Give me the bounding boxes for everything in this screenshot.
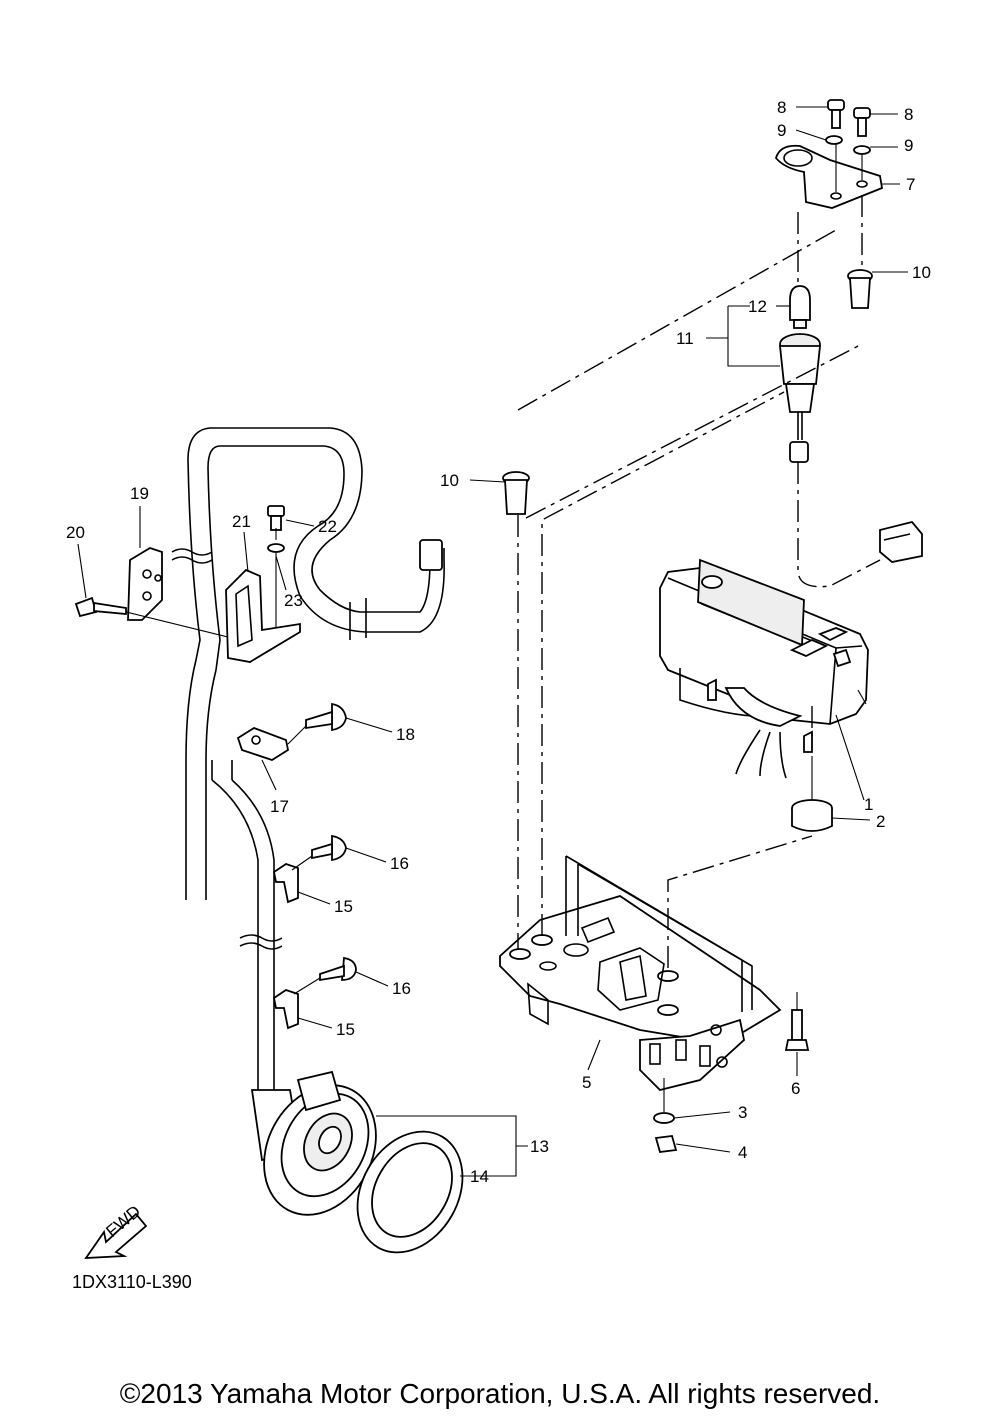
callout-3: 3 bbox=[738, 1103, 747, 1122]
screw-16-upper bbox=[311, 834, 347, 862]
bulb-12 bbox=[789, 285, 811, 329]
callout-4: 4 bbox=[738, 1143, 747, 1162]
callout-10-left: 10 bbox=[440, 471, 459, 490]
meter-assembly-1 bbox=[659, 558, 869, 779]
callout-18: 18 bbox=[396, 725, 415, 744]
washer-23 bbox=[267, 543, 285, 553]
screw-18 bbox=[305, 702, 347, 732]
nut-4 bbox=[654, 1135, 678, 1153]
screw-8-left bbox=[827, 99, 845, 129]
bracket-19 bbox=[127, 547, 163, 621]
callout-14: 14 bbox=[470, 1167, 489, 1186]
diagram-code: 1DX3110-L390 bbox=[72, 1272, 192, 1292]
bolt-6 bbox=[784, 1009, 810, 1051]
screw-8-right bbox=[853, 107, 871, 137]
fwd-arrow-icon: FWD bbox=[84, 1202, 148, 1259]
callout-9a: 9 bbox=[777, 121, 786, 140]
callout-13: 13 bbox=[530, 1137, 549, 1156]
callout-2: 2 bbox=[876, 812, 885, 831]
grommet-10-left bbox=[502, 471, 530, 515]
bolt-20 bbox=[74, 596, 127, 618]
callout-9b: 9 bbox=[904, 136, 913, 155]
callout-10-upper: 10 bbox=[912, 263, 931, 282]
callout-6: 6 bbox=[791, 1079, 800, 1098]
clamp-17 bbox=[236, 727, 290, 761]
damper-2 bbox=[791, 799, 833, 832]
callout-7: 7 bbox=[906, 175, 915, 194]
speedometer-cable bbox=[171, 427, 445, 1090]
callout-19: 19 bbox=[130, 484, 149, 503]
callout-11: 11 bbox=[676, 329, 694, 348]
callout-15-upper: 15 bbox=[334, 897, 353, 916]
screw-16-lower bbox=[319, 956, 357, 982]
callout-22: 22 bbox=[318, 517, 337, 536]
cable-holder-21 bbox=[225, 568, 301, 663]
callout-21: 21 bbox=[232, 512, 251, 531]
lamp-socket-11 bbox=[779, 333, 881, 588]
callout-labels: 8 8 9 9 7 10 12 11 10 1 2 5 6 3 4 13 14 … bbox=[66, 98, 931, 1186]
washer-3 bbox=[653, 1112, 675, 1124]
callout-16-upper: 16 bbox=[390, 854, 409, 873]
callout-12: 12 bbox=[748, 297, 767, 316]
callout-8a: 8 bbox=[777, 98, 786, 117]
cable-end-fitting bbox=[419, 539, 443, 571]
screw-22 bbox=[267, 505, 285, 531]
callout-8b: 8 bbox=[904, 105, 913, 124]
speedometer-gear-unit bbox=[250, 1070, 377, 1216]
callout-17: 17 bbox=[270, 797, 289, 816]
grommet-10-upper bbox=[847, 269, 873, 309]
oil-seal bbox=[356, 1130, 464, 1254]
callout-23: 23 bbox=[284, 591, 303, 610]
callout-20: 20 bbox=[66, 523, 85, 542]
meter-bracket-7 bbox=[775, 144, 884, 209]
callout-5: 5 bbox=[582, 1073, 591, 1092]
callout-16-lower: 16 bbox=[392, 979, 411, 998]
clamp-15-lower bbox=[272, 989, 299, 1030]
wire-connector bbox=[879, 520, 923, 563]
callout-15-lower: 15 bbox=[336, 1020, 355, 1039]
clamp-15-upper bbox=[272, 863, 299, 904]
washer-9-right bbox=[853, 145, 871, 155]
copyright-notice: ©2013 Yamaha Motor Corporation, U.S.A. A… bbox=[119, 1378, 881, 1409]
washer-9-left bbox=[825, 135, 843, 145]
leader-lines bbox=[77, 106, 908, 1177]
callout-1: 1 bbox=[864, 795, 873, 814]
